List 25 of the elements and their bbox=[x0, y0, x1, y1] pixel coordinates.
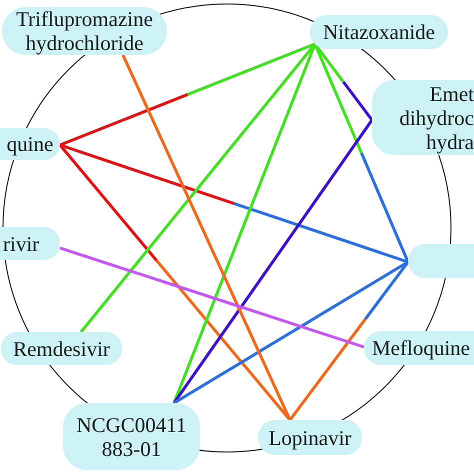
connector-line bbox=[60, 246, 364, 348]
drug-name-label: rivir bbox=[3, 232, 40, 256]
drug-name-label: Nitazoxanide bbox=[323, 20, 435, 44]
rounded-label-box bbox=[310, 15, 448, 49]
rounded-box bbox=[408, 244, 474, 278]
rounded-label-box bbox=[364, 331, 474, 365]
rounded-label-box bbox=[2, 7, 167, 55]
rounded-label-box bbox=[63, 403, 200, 470]
rounded-label-box bbox=[0, 128, 60, 160]
connector-line bbox=[60, 144, 408, 264]
drug-name-label: Mefloquine bbox=[372, 336, 470, 360]
drug-name-label: Triflupromazine hydrochloride bbox=[15, 7, 154, 55]
connector-line bbox=[59, 42, 316, 146]
connector-line bbox=[172, 119, 374, 404]
rounded-label-box bbox=[0, 227, 60, 260]
drug-name-label: NCGC00411 883-01 bbox=[75, 412, 188, 460]
rounded-label-box bbox=[372, 80, 474, 155]
drug-name-label: Lopinavir bbox=[268, 426, 352, 450]
connector-line bbox=[173, 260, 409, 404]
drug-name-label: quine bbox=[6, 132, 54, 156]
connector-line bbox=[288, 261, 410, 421]
rounded-label-box bbox=[258, 420, 362, 455]
rounded-label-box bbox=[1, 332, 122, 365]
drug-name-label: Emet dihydroc hydra bbox=[398, 82, 474, 154]
drug-name-label: Remdesivir bbox=[13, 336, 110, 360]
